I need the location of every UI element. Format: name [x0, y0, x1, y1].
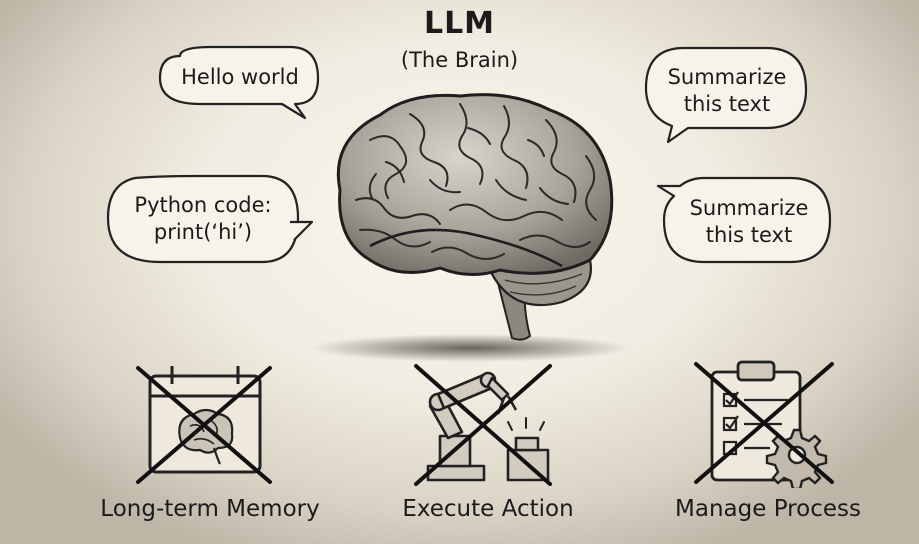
caption-manage-process: Manage Process: [675, 496, 861, 522]
bubble-summarize-top: Summarize this text: [650, 64, 804, 118]
bubble-hello: Hello world: [166, 64, 314, 91]
robot-arm-icon: [414, 364, 552, 486]
bubble-python-shape: [106, 174, 300, 264]
caption-long-term-memory: Long-term Memory: [100, 496, 320, 522]
bubble-python: Python code: print(‘hi’): [110, 192, 296, 246]
page-subtitle: (The Brain): [400, 48, 519, 72]
caption-execute-action: Execute Action: [402, 496, 574, 522]
brain-icon: [310, 93, 630, 362]
bubble-summarize-bottom: Summarize this text: [670, 195, 828, 249]
bubble-summarize-bottom-line-2: this text: [705, 223, 793, 247]
bubble-hello-text: Hello world: [181, 65, 299, 89]
bubble-summarize-bottom-shape: [656, 176, 832, 264]
bubble-summarize-top-shape: [644, 46, 808, 144]
page-title: LLM: [423, 6, 496, 41]
bubble-hello-shape: [158, 45, 320, 120]
bubble-python-line-1: Python code:: [134, 193, 272, 217]
calendar-brain-icon: [136, 366, 272, 484]
bubble-summarize-bottom-line-1: Summarize: [689, 196, 809, 220]
bubble-summarize-top-line-2: this text: [683, 92, 771, 116]
bubble-summarize-top-line-1: Summarize: [667, 65, 787, 89]
bubble-python-line-2: print(‘hi’): [153, 220, 253, 244]
clipboard-gear-icon: [694, 360, 834, 488]
